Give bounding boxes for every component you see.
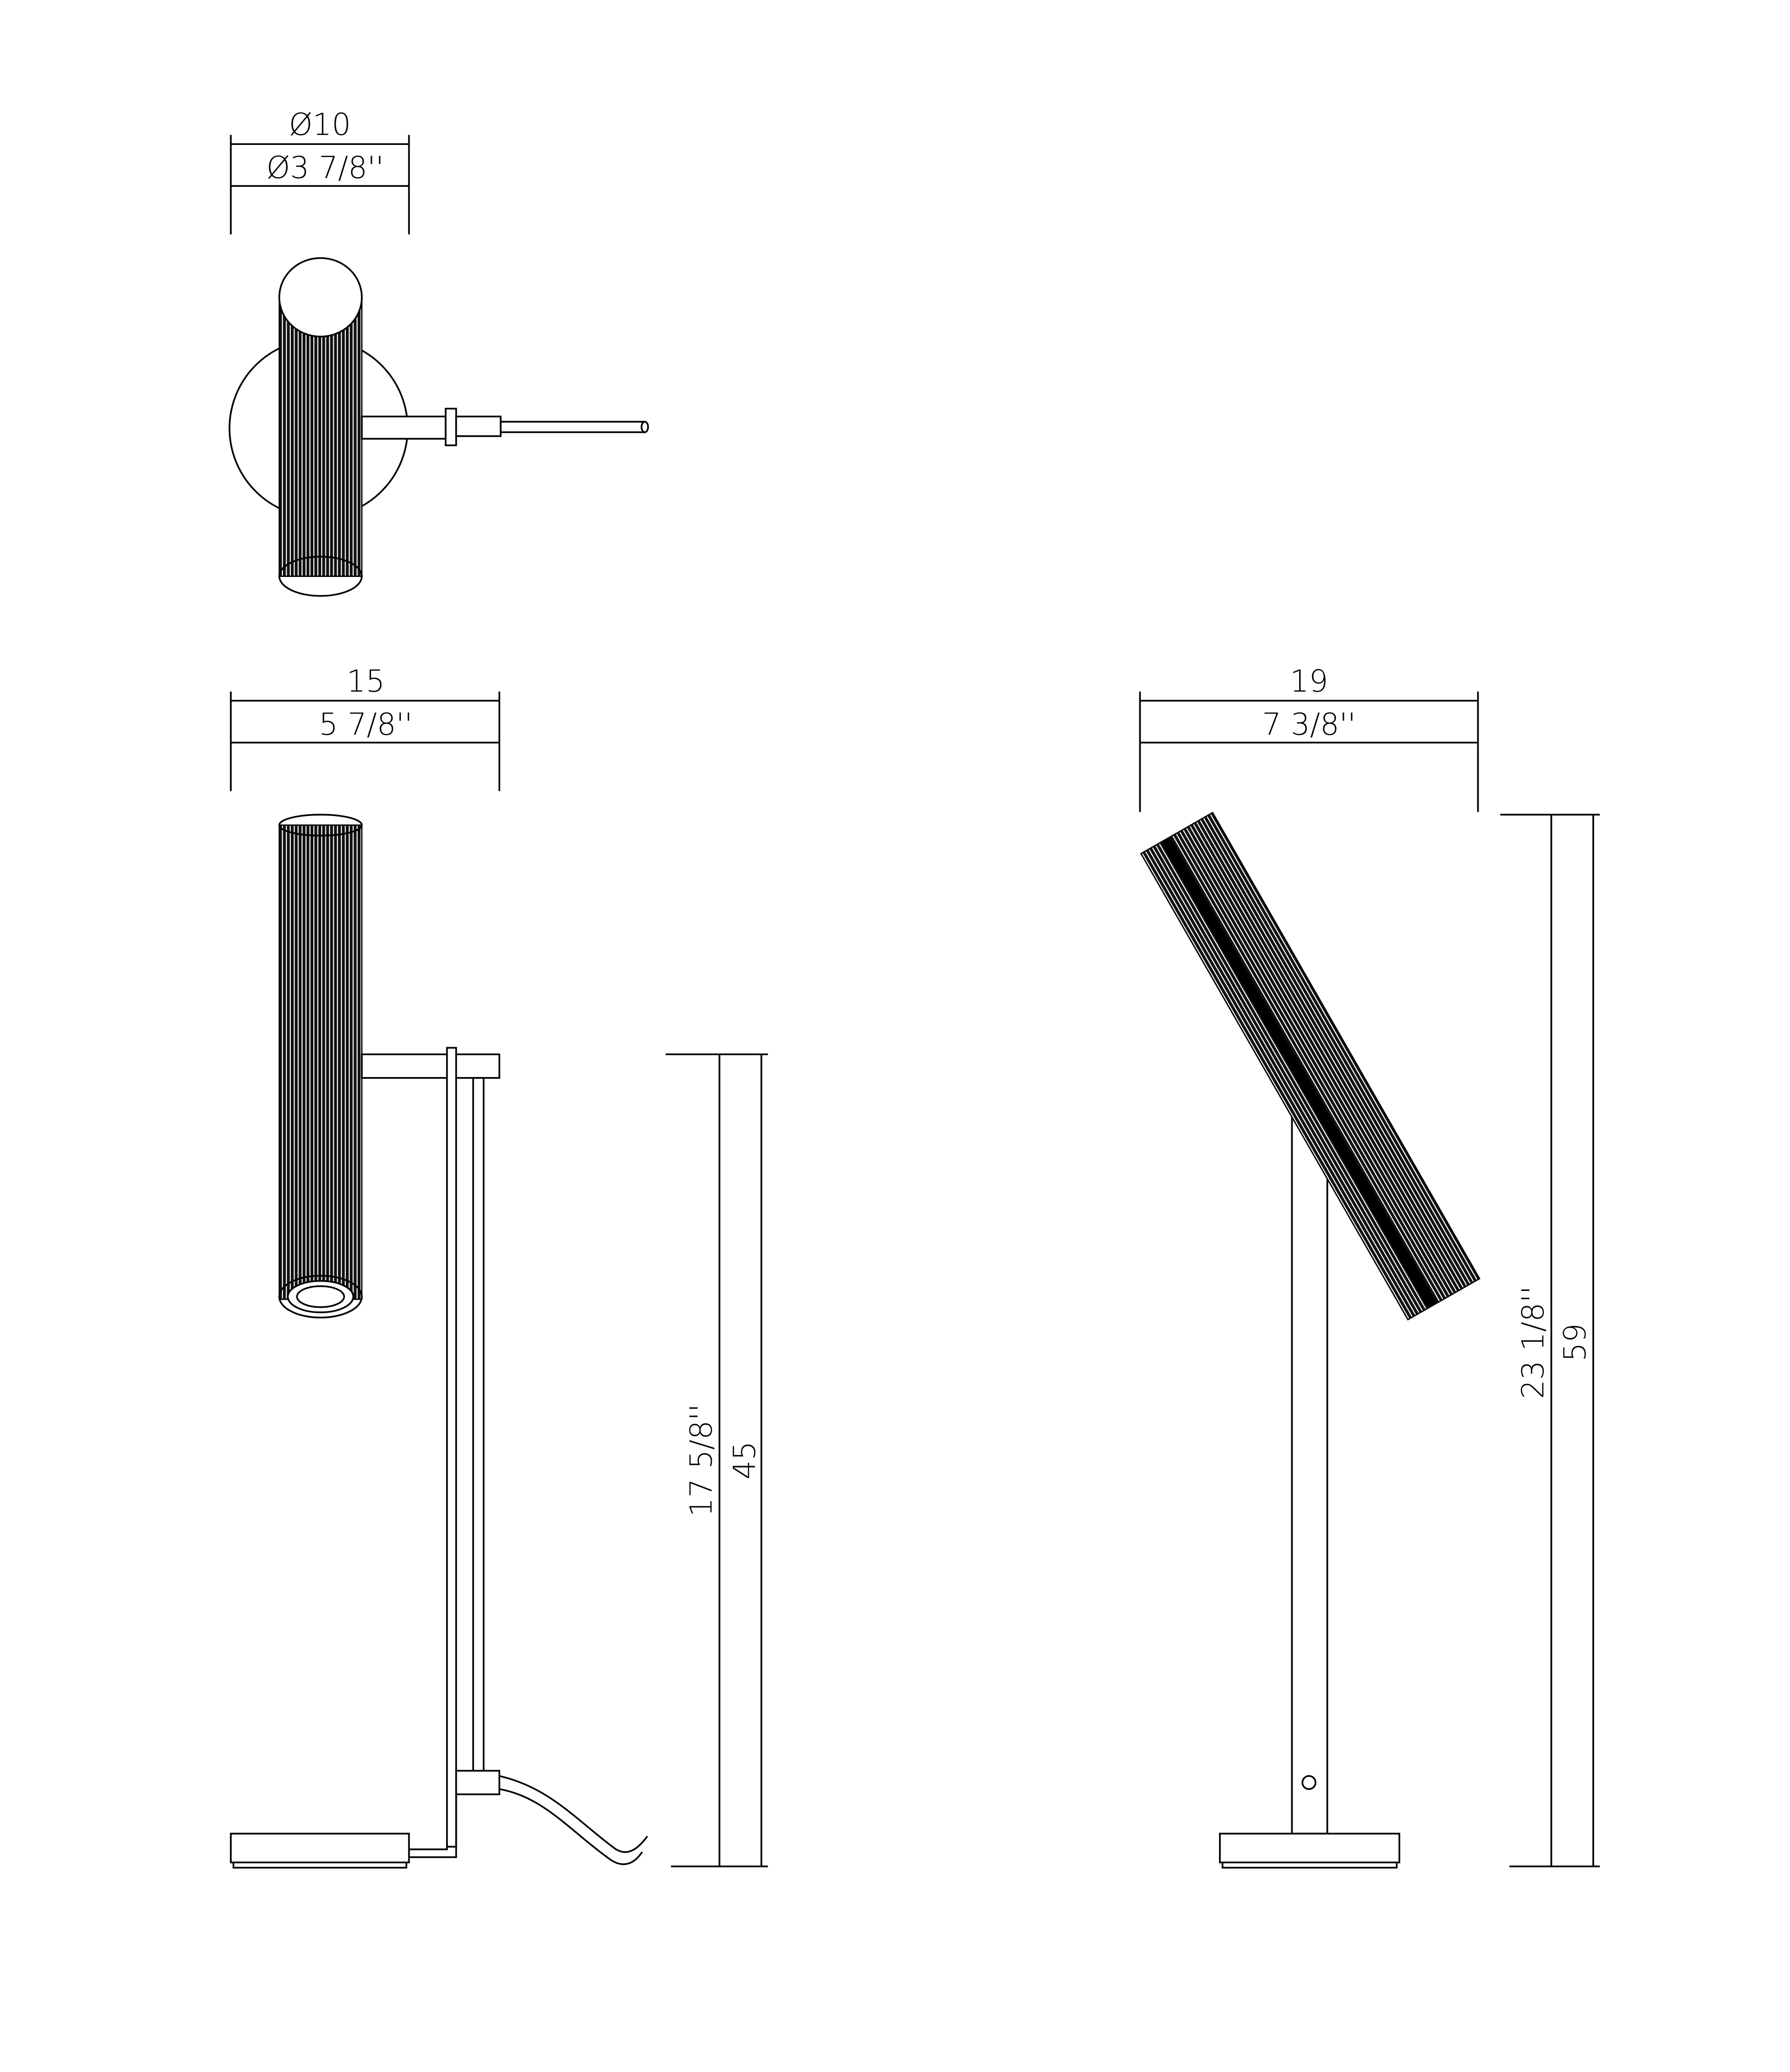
front-width-dimension: 15 5 7/8'': [230, 664, 501, 791]
width-in-label: 7 3/8'': [1262, 707, 1356, 742]
cable-rod: [500, 421, 646, 433]
height-in-label: 17 5/8'': [684, 1404, 719, 1516]
tilted-lamp-head: [1140, 811, 1480, 1321]
side-width-dimension: 19 7 3/8'': [1139, 664, 1479, 812]
height-in-label: 23 1/8'': [1516, 1286, 1551, 1399]
height-cm-label: 59: [1558, 1324, 1593, 1362]
base: [230, 1832, 410, 1864]
power-cable: [499, 1775, 648, 1853]
lamp-head-end: [278, 257, 363, 338]
diameter-in-label: Ø3 7/8'': [266, 151, 384, 185]
pole: [1291, 1112, 1329, 1835]
side-height-dimension: 23 1/8'' 59: [1500, 814, 1600, 1867]
top-diameter-dimension: Ø10 Ø3 7/8'': [230, 107, 410, 235]
width-cm-label: 19: [1290, 664, 1328, 699]
diameter-cm-label: Ø10: [289, 107, 351, 142]
width-in-label: 5 7/8'': [319, 707, 413, 742]
width-cm-label: 15: [346, 664, 385, 699]
front-height-dimension: 17 5/8'' 45: [666, 1053, 768, 1867]
stand-bar: [446, 1047, 457, 1848]
base: [1219, 1832, 1400, 1864]
top-view: Ø10 Ø3 7/8'': [228, 107, 649, 597]
lamp-head-top: [278, 296, 363, 577]
side-view: 19 7 3/8'' 23 1/8'' 59: [1139, 664, 1600, 1869]
lamp-head: [278, 824, 363, 1300]
height-cm-label: 45: [727, 1441, 762, 1479]
front-view: 15 5 7/8'' 17 5/8'' 45: [230, 664, 768, 1869]
pole-hole: [1301, 1775, 1316, 1790]
